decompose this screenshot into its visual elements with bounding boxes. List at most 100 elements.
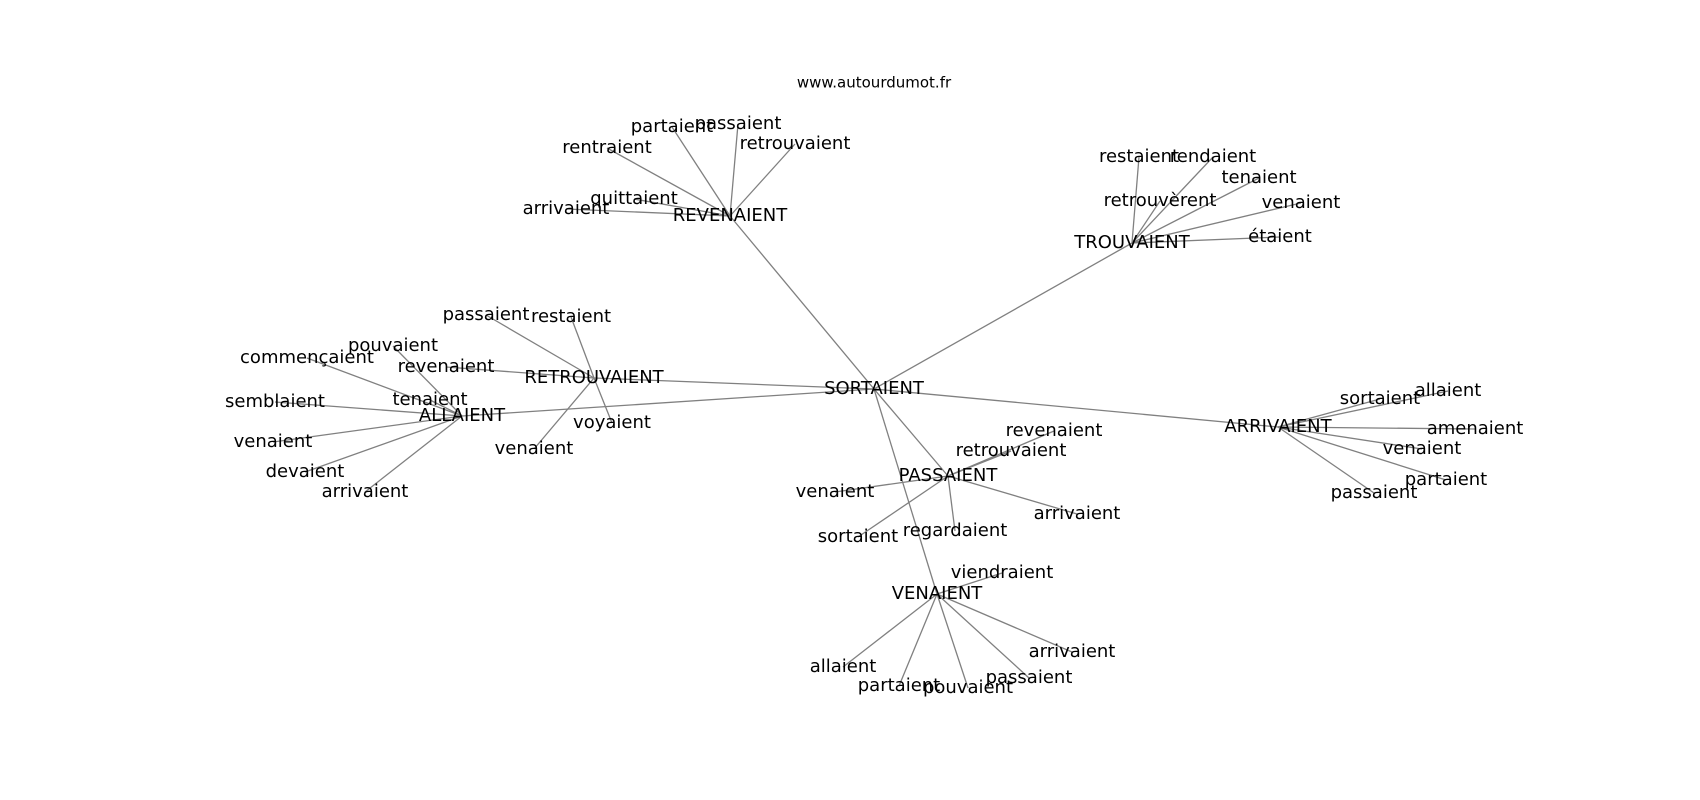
edge-passaient-arrivaient	[947, 475, 1078, 515]
edge-venaient-pouvaient	[936, 593, 969, 689]
node-hub-revenaient: REVENAIENT	[673, 205, 788, 226]
node-leaf-allaient-venaient: venaient	[234, 431, 313, 452]
edge-allaient-arrivaient	[364, 415, 463, 493]
edge-passaient-regardaient	[947, 475, 956, 532]
edge-trouvaient-retrouverent	[1131, 200, 1161, 244]
node-hub-venaient: VENAIENT	[892, 583, 984, 604]
edge-retrouvaient-revenaient	[445, 366, 595, 379]
node-leaf-passaient-arrivaient: arrivaient	[1034, 503, 1121, 524]
node-hub-passaient: PASSAIENT	[899, 465, 999, 486]
graph-labels: www.autourdumot.fr SORTAIENT REVENAIENT pa…	[225, 74, 1523, 699]
node-leaf-arrivaient-partaient: partaient	[1405, 469, 1488, 490]
node-leaf-venaient-passaient: passaient	[986, 667, 1073, 688]
node-leaf-allaient-tenaient: tenaient	[392, 389, 467, 410]
edge-revenaient-rentraient	[606, 147, 731, 217]
edge-trouvaient-venaient	[1131, 202, 1302, 244]
node-leaf-retrouvaient-voyaient: voyaient	[573, 412, 651, 433]
edge-passaient-venaient	[834, 475, 949, 493]
node-leaf-venaient-allaient: allaient	[810, 656, 877, 677]
node-leaf-venaient-arrivaient: arrivaient	[1029, 641, 1116, 662]
edge-trouvaient-etaient	[1131, 236, 1281, 244]
node-leaf-revenaient-partaient: partaient	[631, 116, 714, 137]
edge-retrouvaient-voyaient	[593, 377, 613, 424]
source-label: www.autourdumot.fr	[797, 74, 952, 92]
edge-venaient-viendraient	[936, 572, 1003, 595]
edge-venaient-arrivaient	[936, 593, 1073, 653]
node-leaf-trouvaient-retrouverent: retrouvèrent	[1104, 190, 1217, 211]
node-leaf-passaient-revenaient: revenaient	[1006, 420, 1103, 441]
node-leaf-trouvaient-venaient: venaient	[1262, 192, 1341, 213]
node-leaf-retrouvaient-passaient: passaient	[443, 304, 530, 325]
edge-allaient-semblaient	[274, 401, 463, 417]
edge-passaient-retrouvaient	[947, 450, 1012, 477]
edge-arrivaient-allaient	[1277, 390, 1449, 428]
node-leaf-passaient-retrouvaient: retrouvaient	[956, 440, 1067, 461]
node-leaf-venaient-viendraient: viendraient	[951, 562, 1054, 583]
node-leaf-allaient-arrivaient: arrivaient	[322, 481, 409, 502]
edge-center-retrouvaient	[593, 377, 875, 390]
node-leaf-passaient-venaient: venaient	[796, 481, 875, 502]
node-leaf-trouvaient-etaient: étaient	[1248, 226, 1312, 247]
node-leaf-revenaient-quittaient: quittaient	[590, 188, 678, 209]
node-leaf-allaient-devaient: devaient	[266, 461, 345, 482]
node-leaf-arrivaient-venaient: venaient	[1383, 438, 1462, 459]
edge-venaient-allaient	[842, 593, 938, 668]
edge-venaient-passaient	[936, 593, 1030, 679]
node-leaf-passaient-regardaient: regardaient	[903, 520, 1008, 541]
node-hub-trouvaient: TROUVAIENT	[1073, 232, 1190, 253]
node-leaf-retrouvaient-venaient: venaient	[495, 438, 574, 459]
node-leaf-trouvaient-restaient: restaient	[1099, 146, 1179, 167]
node-leaf-allaient-commencaient: commençaient	[240, 347, 374, 368]
node-leaf-revenaient-retrouvaient: retrouvaient	[740, 133, 851, 154]
node-leaf-passaient-sortaient: sortaient	[818, 526, 898, 547]
node-leaf-venaient-partaient: partaient	[858, 675, 941, 696]
node-leaf-arrivaient-allaient: allaient	[1415, 380, 1482, 401]
node-leaf-venaient-pouvaient: pouvaient	[923, 677, 1013, 698]
node-leaf-revenaient-rentraient: rentraient	[562, 137, 652, 158]
edge-center-allaient	[461, 388, 875, 417]
node-hub-retrouvaient: RETROUVAIENT	[524, 367, 664, 388]
node-center-sortaient: SORTAIENT	[824, 378, 925, 399]
edge-retrouvaient-venaient	[533, 377, 595, 450]
edge-trouvaient-restaient	[1131, 156, 1140, 244]
edge-center-passaient	[873, 388, 949, 477]
edge-revenaient-partaient	[671, 126, 731, 217]
node-leaf-arrivaient-passaient: passaient	[1331, 482, 1418, 503]
node-hub-allaient: ALLAIENT	[419, 405, 506, 426]
node-leaf-retrouvaient-restaient: restaient	[531, 306, 611, 327]
edge-center-trouvaient	[873, 242, 1133, 390]
edge-allaient-tenaient	[429, 399, 463, 417]
edge-center-revenaient	[729, 215, 875, 390]
edge-arrivaient-venaient	[1277, 426, 1423, 450]
edge-revenaient-arrivaient	[565, 208, 731, 217]
edge-passaient-sortaient	[857, 475, 949, 538]
node-leaf-arrivaient-sortaient: sortaient	[1340, 388, 1420, 409]
node-leaf-arrivaient-amenaient: amenaient	[1427, 418, 1524, 439]
edge-arrivaient-partaient	[1277, 426, 1447, 481]
edge-allaient-devaient	[304, 415, 463, 473]
edge-revenaient-passaient	[729, 123, 739, 217]
edge-allaient-commencaient	[306, 357, 463, 417]
edge-trouvaient-rendaient	[1131, 156, 1214, 244]
node-leaf-revenaient-passaient: passaient	[695, 113, 782, 134]
node-leaf-trouvaient-rendaient: rendaient	[1170, 146, 1256, 167]
edge-retrouvaient-passaient	[485, 314, 595, 379]
edge-arrivaient-amenaient	[1277, 426, 1476, 430]
edge-venaient-partaient	[898, 593, 938, 687]
edge-revenaient-retrouvaient	[729, 143, 796, 217]
edge-allaient-pouvaient	[392, 345, 463, 417]
graph-edges	[272, 123, 1476, 689]
edge-retrouvaient-restaient	[570, 316, 595, 379]
edge-arrivaient-passaient	[1277, 426, 1375, 494]
edge-revenaient-quittaient	[633, 198, 731, 217]
node-leaf-revenaient-arrivaient: arrivaient	[523, 198, 610, 219]
node-leaf-retrouvaient-revenaient: revenaient	[398, 356, 495, 377]
node-hub-arrivaient: ARRIVAIENT	[1224, 416, 1332, 437]
node-leaf-allaient-semblaient: semblaient	[225, 391, 325, 412]
node-leaf-trouvaient-tenaient: tenaient	[1221, 167, 1296, 188]
node-leaf-allaient-pouvaient: pouvaient	[348, 335, 438, 356]
edge-arrivaient-sortaient	[1277, 398, 1381, 428]
edge-center-venaient	[873, 388, 938, 595]
edge-trouvaient-tenaient	[1131, 177, 1260, 244]
